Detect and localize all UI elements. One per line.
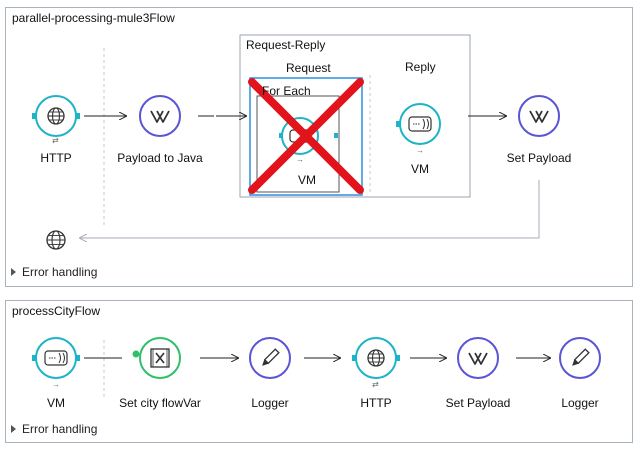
set-payload-node[interactable] [518,95,560,137]
node-label: HTTP [360,396,392,410]
flow-title: parallel-processing-mule3Flow [12,11,175,25]
set-payload-node[interactable] [457,337,499,379]
error-handling-toggle[interactable]: Error handling [11,265,97,279]
variable-icon [150,348,170,368]
transform-icon [150,110,170,123]
vm-icon [408,116,432,132]
error-handling-toggle[interactable]: Error handling [11,422,97,436]
reply-label: Reply [405,60,436,74]
for-each-title: For Each [262,84,311,98]
expand-triangle-icon [11,425,16,433]
vm-icon [44,350,68,366]
node-label: Logger [251,396,289,410]
exchange-arrows-icon: ⇄ [52,136,59,145]
disabled-x-icon [248,78,364,194]
node-label: HTTP [40,151,72,165]
node-label: Set city flowVar [119,396,201,410]
vm-node-reply[interactable]: → [396,103,441,155]
globe-icon [46,230,66,250]
set-city-flowvar-node[interactable] [132,337,181,379]
arrow-icon: → [52,380,60,389]
exchange-arrows-icon: ⇄ [372,380,379,389]
pencil-icon [572,348,590,366]
pencil-icon [262,348,280,366]
node-label: Payload to Java [117,151,203,165]
node-label: Set Payload [445,396,511,410]
node-label: Set Payload [506,151,572,165]
flow-title: processCityFlow [12,304,101,318]
arrow-icon: → [296,155,304,164]
error-handling-label: Error handling [22,265,98,279]
http-node[interactable]: ⇄ [32,95,80,145]
node-label: VM [47,396,65,410]
transform-icon [529,110,549,123]
arrow-icon: → [416,146,424,155]
globe-icon [367,349,385,367]
globe-icon [47,107,65,125]
node-label: VM [411,162,429,176]
flow-process-city: processCityFlow Error handling [5,300,633,443]
transform-icon [468,352,488,365]
request-reply-title: Request-Reply [246,38,326,52]
request-label: Request [286,61,331,75]
error-handling-label: Error handling [22,422,98,436]
logger-node-2[interactable] [559,337,601,379]
node-label: VM [298,173,316,187]
payload-to-java-node[interactable] [139,95,181,137]
logger-node-1[interactable] [249,337,291,379]
node-label: Logger [561,396,599,410]
http-node[interactable]: ⇄ [352,337,400,389]
vm-node-source[interactable]: → [32,337,80,389]
expand-triangle-icon [11,268,16,276]
vm-node-for-each[interactable]: → [279,117,338,164]
